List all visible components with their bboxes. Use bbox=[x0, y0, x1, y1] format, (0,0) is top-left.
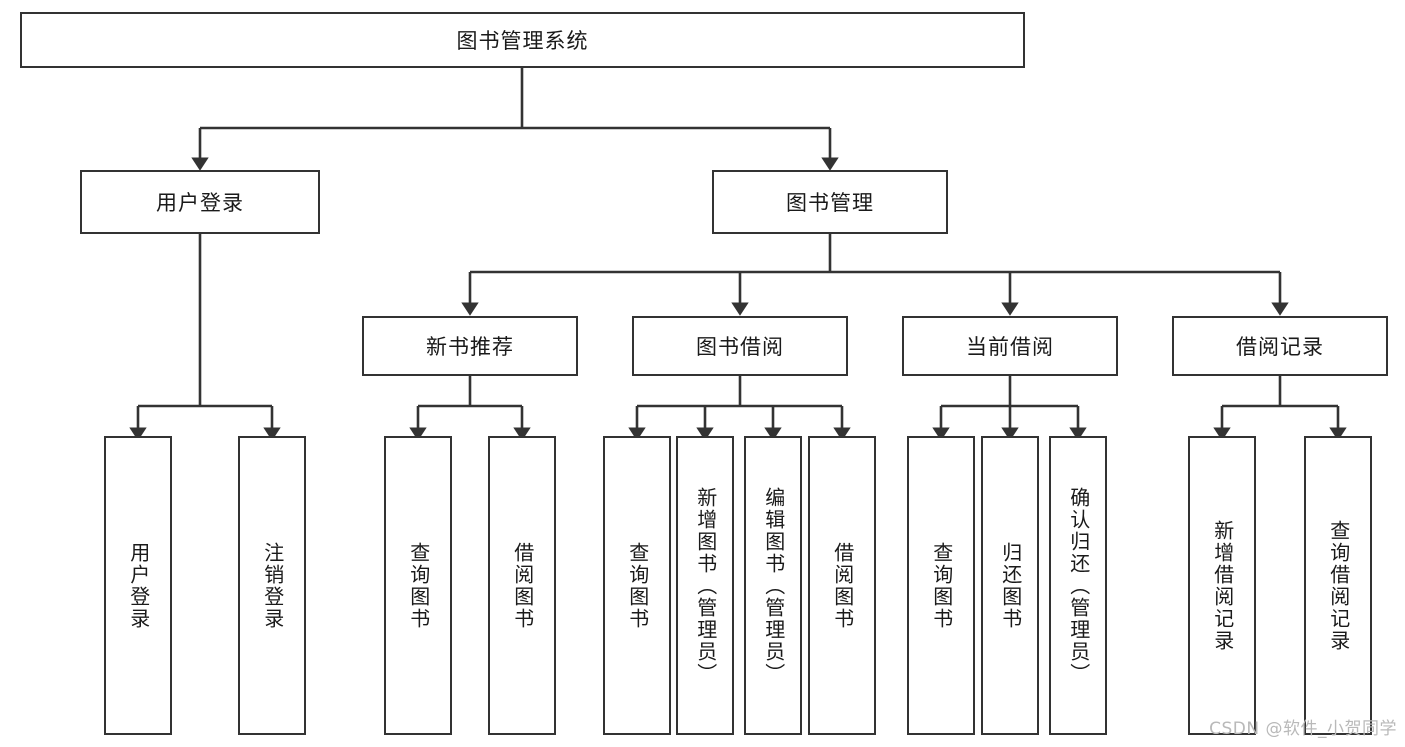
node-new-book-recommend[interactable]: 新书推荐 bbox=[362, 316, 578, 376]
leaf-user-login-logout[interactable]: 注销登录 bbox=[238, 436, 306, 735]
node-label: 图书管理 bbox=[786, 191, 874, 215]
leaf-recommend-query-book[interactable]: 查询图书 bbox=[384, 436, 452, 735]
node-user-login[interactable]: 用户登录 bbox=[80, 170, 320, 234]
node-root-system[interactable]: 图书管理系统 bbox=[20, 12, 1025, 68]
node-label: 查询借阅记录 bbox=[1326, 519, 1351, 652]
leaf-recommend-borrow-book[interactable]: 借阅图书 bbox=[488, 436, 556, 735]
leaf-borrow-query-book[interactable]: 查询图书 bbox=[603, 436, 671, 735]
node-label: 用户登录 bbox=[156, 191, 244, 215]
leaf-current-query-book[interactable]: 查询图书 bbox=[907, 436, 975, 735]
leaf-borrow-edit-book[interactable]: 编辑图书（管理员） bbox=[744, 436, 802, 735]
leaf-borrow-borrow-book[interactable]: 借阅图书 bbox=[808, 436, 876, 735]
node-label: 借阅图书 bbox=[830, 541, 855, 630]
node-label: 借阅记录 bbox=[1236, 335, 1324, 359]
node-label: 新增借阅记录 bbox=[1210, 519, 1235, 652]
watermark-text: CSDN @软件_小贺同学 bbox=[1209, 719, 1397, 739]
node-label: 查询图书 bbox=[625, 541, 650, 630]
node-current-borrow[interactable]: 当前借阅 bbox=[902, 316, 1118, 376]
leaf-borrow-add-book[interactable]: 新增图书（管理员） bbox=[676, 436, 734, 735]
node-label: 借阅图书 bbox=[510, 541, 535, 630]
node-label: 编辑图书（管理员） bbox=[761, 486, 786, 685]
node-label: 图书借阅 bbox=[696, 335, 784, 359]
node-label: 归还图书 bbox=[998, 541, 1023, 630]
node-book-management[interactable]: 图书管理 bbox=[712, 170, 948, 234]
node-label: 当前借阅 bbox=[966, 335, 1054, 359]
leaf-record-query-record[interactable]: 查询借阅记录 bbox=[1304, 436, 1372, 735]
node-label: 查询图书 bbox=[406, 541, 431, 630]
leaf-current-confirm-return[interactable]: 确认归还（管理员） bbox=[1049, 436, 1107, 735]
node-label: 查询图书 bbox=[929, 541, 954, 630]
leaf-user-login-login[interactable]: 用户登录 bbox=[104, 436, 172, 735]
node-label: 确认归还（管理员） bbox=[1066, 486, 1091, 685]
node-label: 注销登录 bbox=[260, 541, 285, 630]
leaf-current-return-book[interactable]: 归还图书 bbox=[981, 436, 1039, 735]
node-label: 用户登录 bbox=[126, 541, 151, 630]
node-label: 新书推荐 bbox=[426, 335, 514, 359]
node-label: 新增图书（管理员） bbox=[693, 486, 718, 685]
leaf-record-add-record[interactable]: 新增借阅记录 bbox=[1188, 436, 1256, 735]
node-book-borrow[interactable]: 图书借阅 bbox=[632, 316, 848, 376]
node-label: 图书管理系统 bbox=[456, 29, 589, 53]
node-borrow-record[interactable]: 借阅记录 bbox=[1172, 316, 1388, 376]
